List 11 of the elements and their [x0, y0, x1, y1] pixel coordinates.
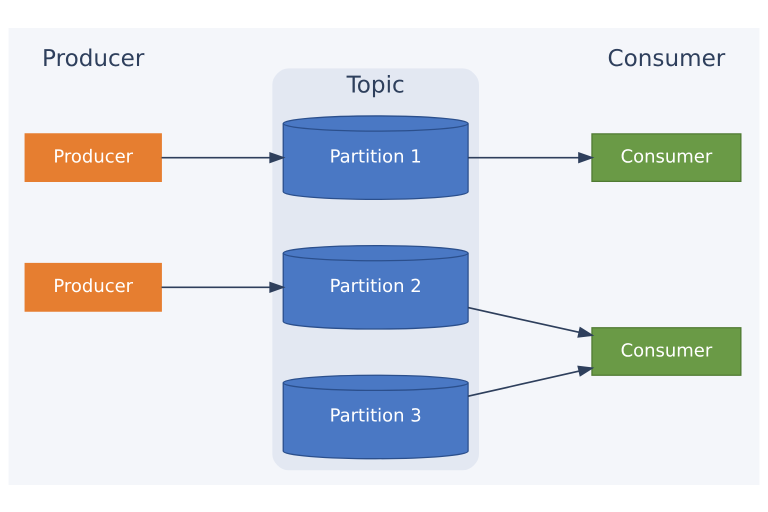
node-box: Consumer: [591, 326, 742, 376]
label: Producer: [42, 45, 144, 72]
arrow: [162, 151, 286, 163]
arrow: [162, 281, 286, 292]
node-box: Producer: [24, 132, 162, 182]
arrow: [468, 306, 594, 338]
arrow: [468, 151, 594, 163]
arrow: [468, 365, 594, 397]
node-box: Producer: [24, 262, 162, 312]
node-box: Consumer: [591, 132, 742, 182]
label: Consumer: [608, 45, 726, 72]
